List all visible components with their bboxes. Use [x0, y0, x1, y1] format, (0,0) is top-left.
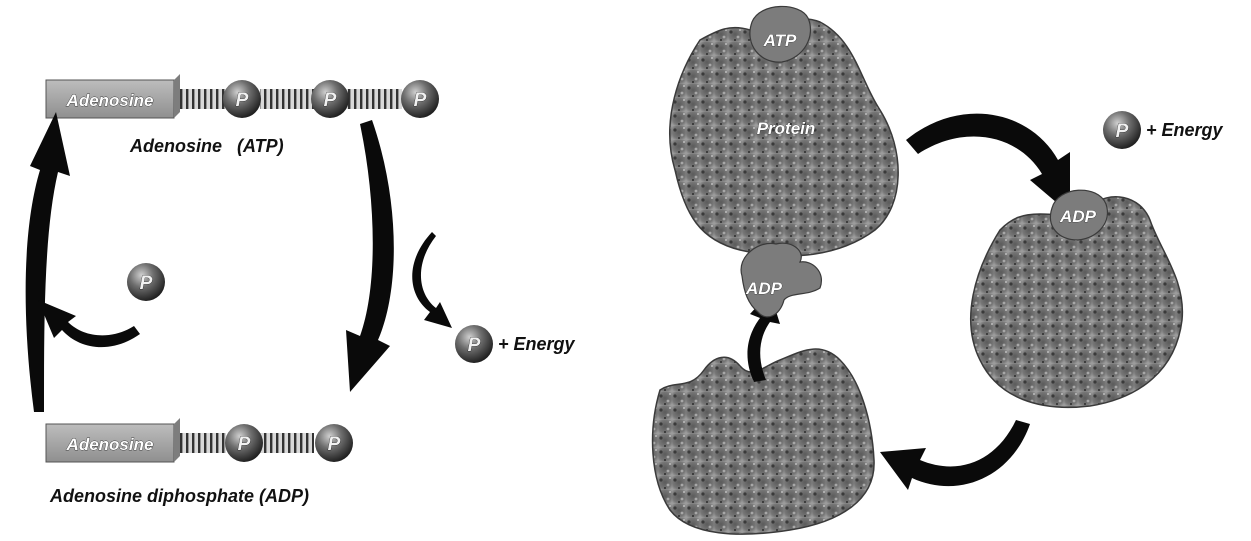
- left-cycle: Adenosine P P P Adenosine (ATP) Adenosin…: [26, 74, 576, 506]
- conformational-arrow: [906, 114, 1070, 214]
- adenosine-box-bevel: [174, 74, 180, 118]
- adp-adenosine-label: Adenosine: [66, 435, 154, 454]
- adp-molecule: Adenosine P P: [46, 418, 353, 462]
- bond-coil: [180, 433, 226, 453]
- adenosine-box-bevel: [174, 418, 180, 462]
- atp-adenosine-label: Adenosine: [66, 91, 154, 110]
- atp-caption: Adenosine (ATP): [129, 136, 284, 156]
- adp-bound-label: ADP: [1059, 207, 1097, 226]
- adp-released-label: ADP: [745, 279, 783, 298]
- hydrolysis-arrow: [346, 120, 394, 392]
- release-arrow: [412, 232, 452, 328]
- phosphate-label: P: [328, 434, 341, 455]
- free-phosphate-label: P: [140, 273, 153, 294]
- bond-coil: [260, 433, 314, 453]
- protein-with-adp: ADP: [971, 190, 1183, 407]
- right-released-energy-label: + Energy: [1146, 120, 1224, 140]
- protein-label: Protein: [757, 119, 816, 138]
- atp-bound-label: ATP: [763, 31, 797, 50]
- release-cycle-arrow: [880, 420, 1030, 490]
- bond-coil: [260, 89, 314, 109]
- protein-with-atp: ATP Protein: [670, 6, 898, 255]
- released-phosphate-label: P: [468, 335, 481, 356]
- bond-coil: [346, 89, 402, 109]
- bond-coil: [180, 89, 226, 109]
- phosphate-join-arrow: [38, 300, 140, 347]
- adp-caption: Adenosine diphosphate (ADP): [49, 486, 309, 506]
- right-released-phosphate-label: P: [1116, 121, 1129, 142]
- phosphate-label: P: [236, 90, 249, 111]
- phosphate-label: P: [238, 434, 251, 455]
- phosphate-label: P: [414, 90, 427, 111]
- phosphate-label: P: [324, 90, 337, 111]
- atp-molecule: Adenosine P P P: [46, 74, 439, 118]
- released-energy-label: + Energy: [498, 334, 576, 354]
- right-cycle: ATP Protein P + Energy ADP ADP: [653, 6, 1224, 534]
- regeneration-arrow: [26, 112, 70, 412]
